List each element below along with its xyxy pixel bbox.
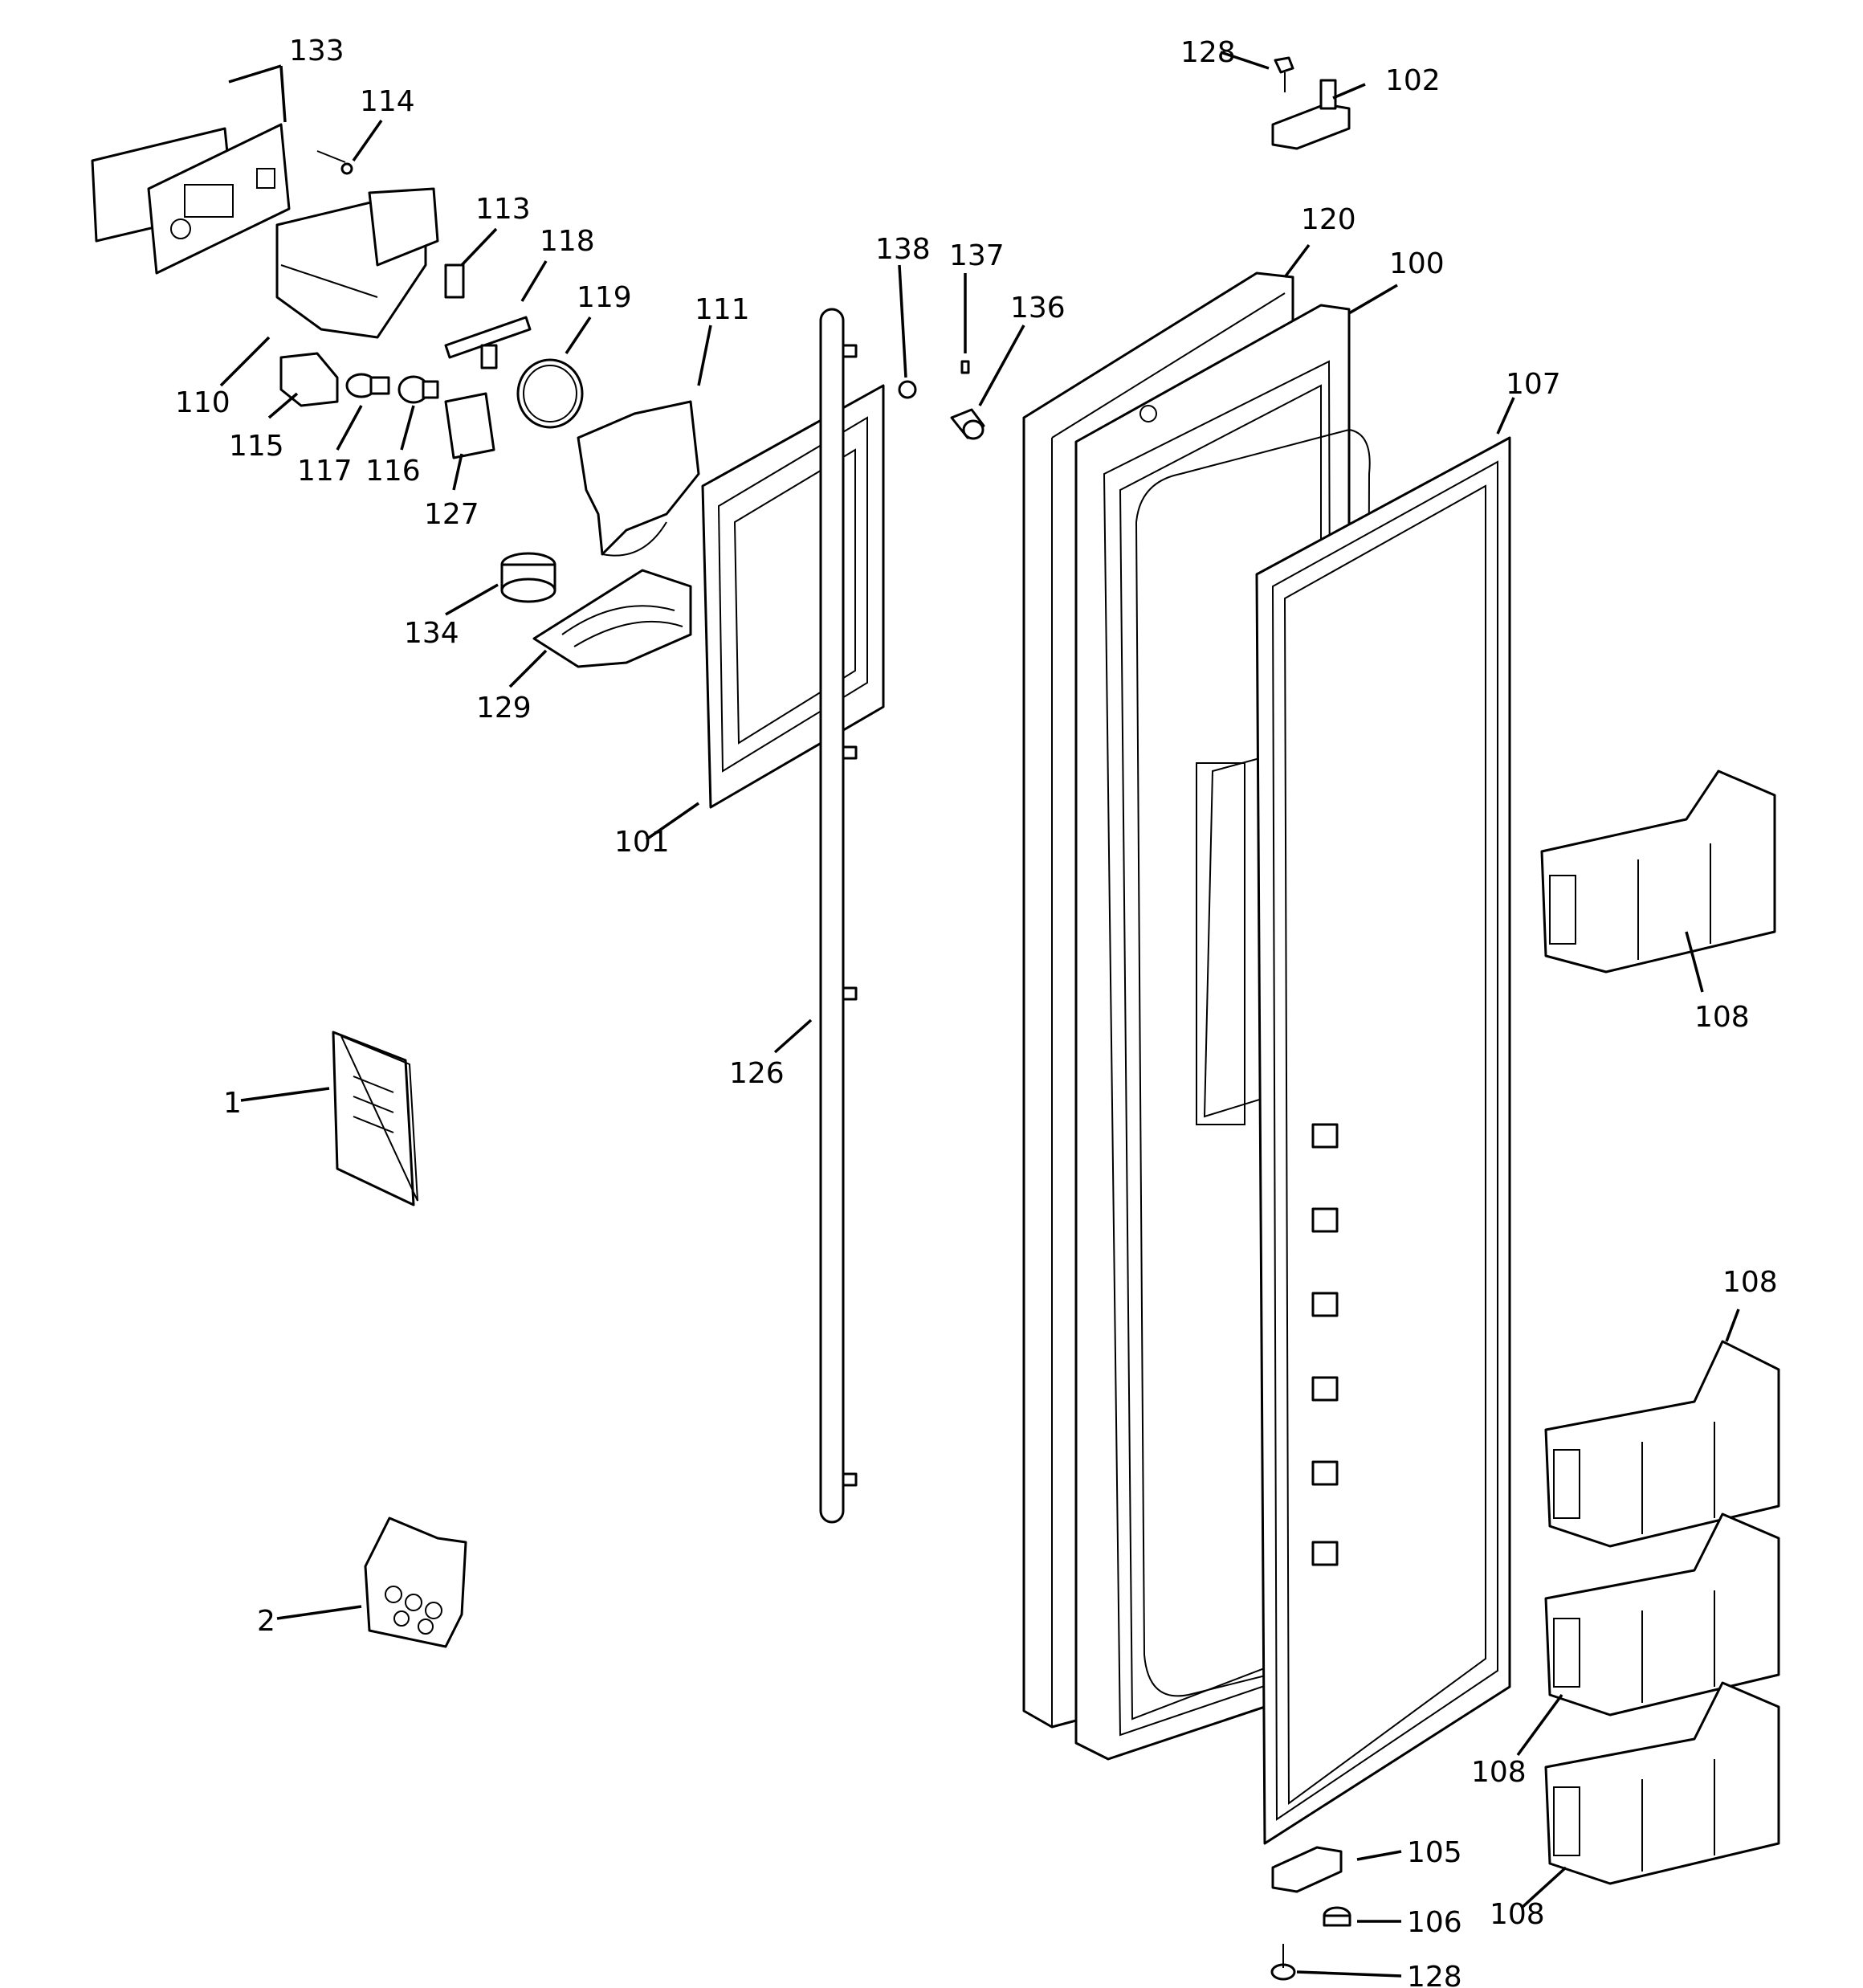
label-115: 115 <box>229 430 284 463</box>
part-108-bin-upper <box>1544 1340 1780 1548</box>
part-108-bin-lower <box>1544 1681 1780 1885</box>
label-107: 107 <box>1506 368 1561 401</box>
label-111: 111 <box>695 293 750 326</box>
label-128-top: 128 <box>1180 36 1236 69</box>
label-108-d: 108 <box>1490 1898 1545 1931</box>
label-1: 1 <box>223 1087 242 1120</box>
leader-lines <box>219 51 1740 1978</box>
label-134: 134 <box>404 617 459 650</box>
label-101: 101 <box>614 826 670 859</box>
part-127-solenoid <box>444 392 495 459</box>
label-136: 136 <box>1010 292 1066 325</box>
label-126: 126 <box>729 1057 785 1090</box>
part-134-cup <box>500 552 556 603</box>
part-110-dispenser-housing <box>275 187 439 339</box>
part-138-screw <box>898 380 917 399</box>
part-129-grille <box>532 569 692 668</box>
label-128-bottom: 128 <box>1407 1961 1462 1988</box>
label-108-c: 108 <box>1471 1756 1527 1789</box>
part-101-dispenser-frame <box>701 384 885 809</box>
label-127: 127 <box>424 498 479 531</box>
part-102-top-hinge <box>1271 79 1351 150</box>
label-137: 137 <box>949 239 1005 272</box>
part-117-fitting <box>345 373 390 398</box>
label-102: 102 <box>1385 64 1441 97</box>
part-111-chute <box>577 400 700 557</box>
label-120: 120 <box>1301 203 1356 236</box>
label-108-b: 108 <box>1722 1266 1778 1299</box>
part-2-hardware-bag <box>364 1517 467 1648</box>
label-105: 105 <box>1407 1836 1462 1869</box>
part-137-pin <box>960 360 970 374</box>
part-116-fitting <box>397 375 439 404</box>
part-105-bottom-hinge <box>1271 1846 1343 1893</box>
part-108-bin-top <box>1540 769 1776 974</box>
part-119-ring <box>516 358 584 429</box>
part-labels: 133 114 113 118 119 111 110 115 117 116 … <box>175 35 1778 1988</box>
part-128-top-screw <box>1274 56 1294 92</box>
part-114-screw <box>316 150 353 175</box>
part-107-gasket <box>1255 436 1511 1845</box>
part-113-switch <box>444 263 465 299</box>
label-118: 118 <box>540 225 595 258</box>
label-2: 2 <box>257 1605 275 1638</box>
part-128-bottom-screw <box>1270 1944 1296 1981</box>
label-119: 119 <box>577 281 632 314</box>
part-133-cover-and-board <box>91 123 291 275</box>
label-110: 110 <box>175 386 230 419</box>
part-136-bushing <box>950 408 985 440</box>
label-106: 106 <box>1407 1906 1462 1939</box>
part-108-bin-middle <box>1544 1512 1780 1717</box>
label-114: 114 <box>360 85 415 118</box>
label-117: 117 <box>297 455 353 488</box>
part-118-bracket <box>444 316 532 369</box>
label-113: 113 <box>475 193 531 226</box>
label-138: 138 <box>875 233 931 266</box>
part-106-bushing <box>1323 1906 1351 1927</box>
part-1-manual <box>332 1031 418 1206</box>
label-100: 100 <box>1389 247 1445 280</box>
label-129: 129 <box>476 692 532 725</box>
label-116: 116 <box>365 455 421 488</box>
part-115-block <box>279 352 339 407</box>
label-133: 133 <box>289 35 344 67</box>
part-126-handle <box>819 308 858 1524</box>
label-108-a: 108 <box>1694 1001 1750 1034</box>
